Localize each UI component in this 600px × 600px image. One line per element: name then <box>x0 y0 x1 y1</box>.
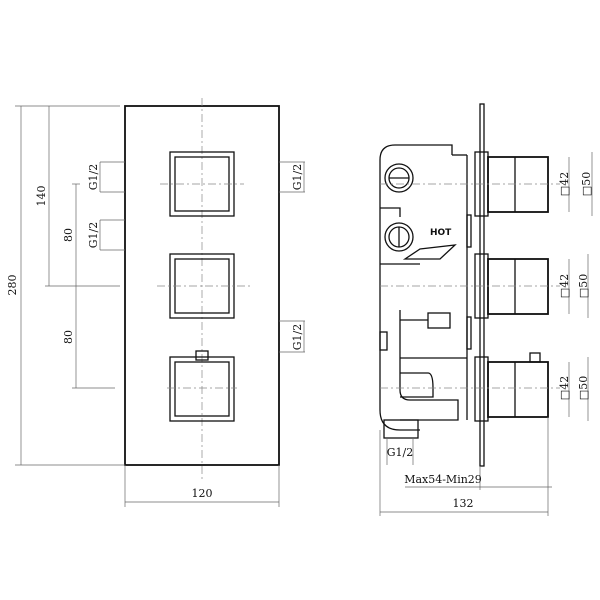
left-port-1-label: G1/2 <box>87 164 100 191</box>
bottom-outlet <box>383 419 419 439</box>
hot-label: HOT <box>430 228 452 238</box>
dim-132: 132 <box>453 497 474 510</box>
valve-body <box>379 144 453 431</box>
right-port-1-label: G1/2 <box>291 164 304 191</box>
dim-280: 280 <box>6 275 19 296</box>
side-knob-3 <box>474 352 549 422</box>
dim-120: 120 <box>192 487 213 500</box>
knob-3-outer-dim: □50 <box>577 376 590 400</box>
side-plate <box>479 103 485 467</box>
knob-3-inner-dim: □42 <box>558 376 571 400</box>
front-knob-2 <box>157 253 251 319</box>
dim-80-lower: 80 <box>62 330 75 344</box>
front-knob-1 <box>160 151 244 217</box>
knob-2-inner-dim: □42 <box>558 274 571 298</box>
knob-2-outer-dim: □50 <box>577 274 590 298</box>
dim-140: 140 <box>35 186 48 207</box>
dim-80-upper: 80 <box>62 228 75 242</box>
front-knob-3 <box>167 350 237 422</box>
right-port-2-label: G1/2 <box>291 324 304 351</box>
front-view: 280 140 80 80 G1/2 G1/2 G1/2 G1/2 120 <box>6 98 305 507</box>
left-port-2-label: G1/2 <box>87 222 100 249</box>
knob-1-outer-dim: □50 <box>580 172 593 196</box>
hot-indicator <box>402 244 457 260</box>
side-knob-2 <box>474 253 549 319</box>
side-view: HOT □42 <box>379 103 593 516</box>
knob-1-inner-dim: □42 <box>558 172 571 196</box>
depth-range-label: Max54-Min29 <box>404 473 482 486</box>
bottom-port-label: G1/2 <box>387 446 414 459</box>
